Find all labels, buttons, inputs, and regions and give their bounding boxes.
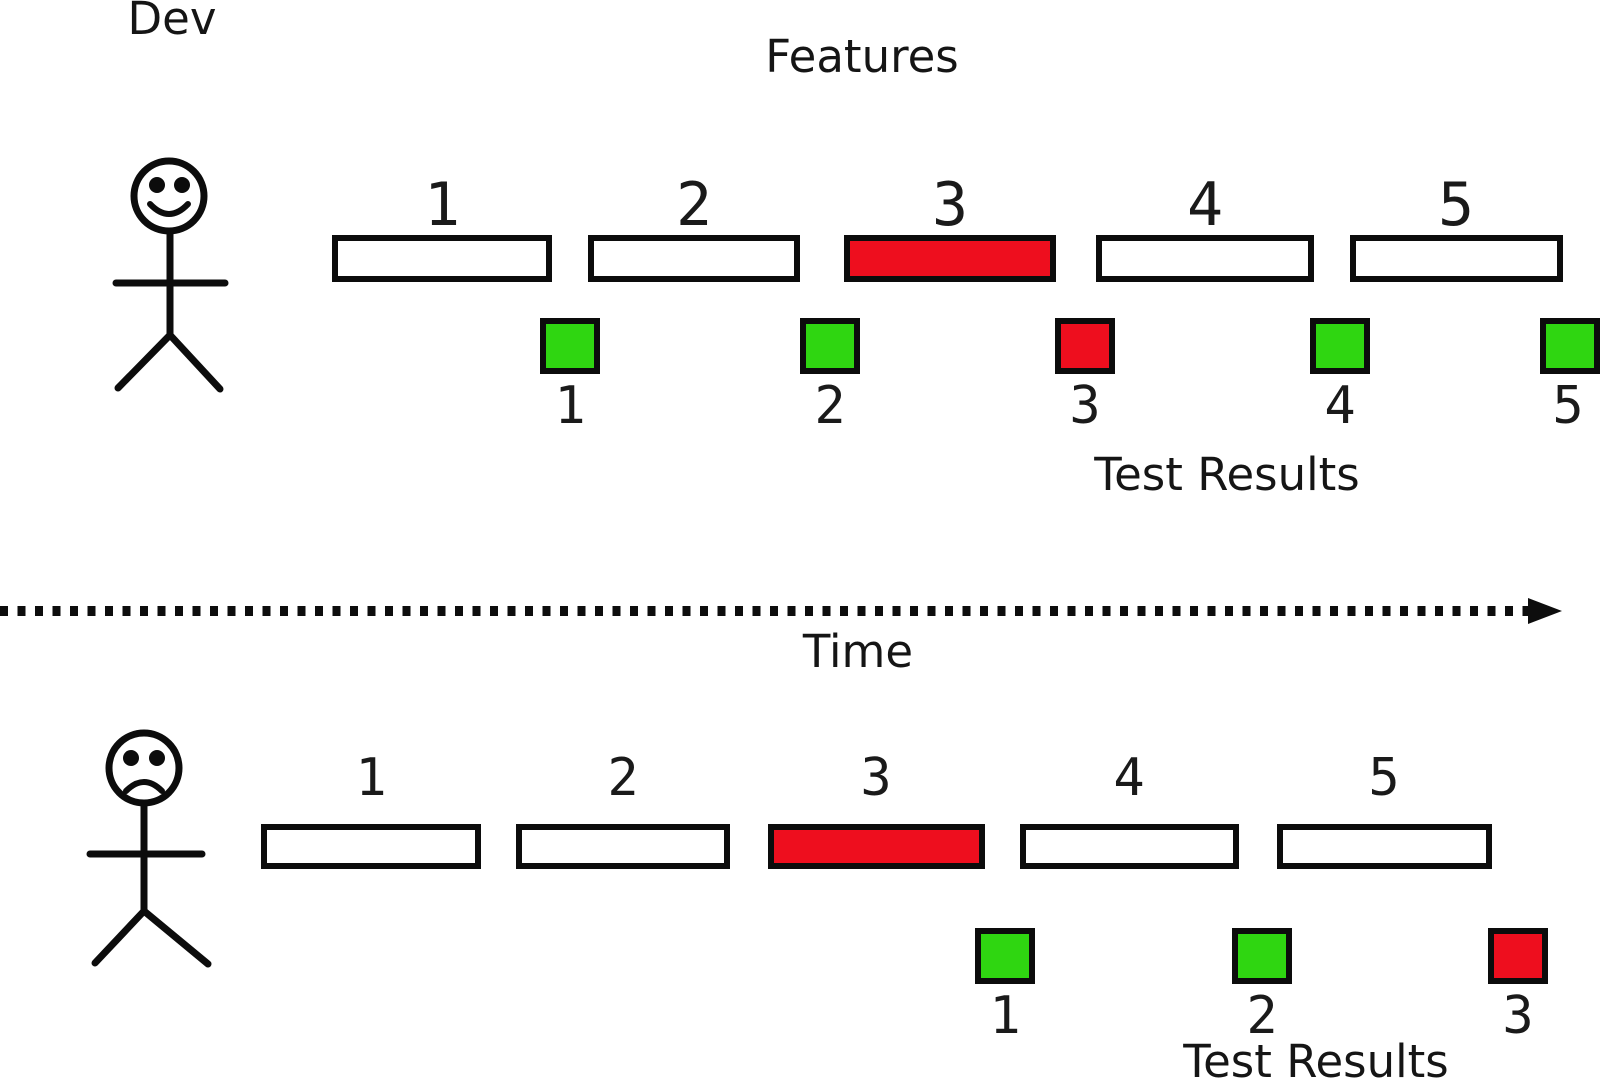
- arrow-right-icon: [1528, 598, 1562, 624]
- time-label: Time: [802, 625, 914, 678]
- feature-box: [1096, 235, 1314, 282]
- test-number: 1: [989, 986, 1021, 1046]
- test-number: 4: [1324, 376, 1356, 436]
- feature-box: [1350, 235, 1563, 282]
- test-result-square: [1232, 928, 1292, 984]
- test-result-square: [800, 318, 860, 374]
- feature-number: 4: [1113, 748, 1145, 808]
- test-result-square: [1488, 928, 1548, 984]
- test-number: 2: [1246, 986, 1278, 1046]
- happy-dev-figure: [112, 157, 229, 393]
- feature-box: [844, 235, 1056, 282]
- feature-number: 3: [860, 748, 892, 808]
- test-result-square: [1540, 318, 1600, 374]
- test-result-square: [1310, 318, 1370, 374]
- test-results-label-top: Test Results: [1094, 448, 1360, 501]
- feature-number: 4: [1186, 170, 1224, 240]
- test-number: 3: [1069, 376, 1101, 436]
- test-number: 2: [814, 376, 846, 436]
- feature-number: 1: [423, 170, 461, 240]
- test-results-label-bottom: Test Results: [1183, 1035, 1449, 1085]
- test-number: 1: [554, 376, 586, 436]
- feature-number: 2: [675, 170, 713, 240]
- feature-box: [588, 235, 800, 282]
- happy-face-icon: [112, 157, 229, 393]
- test-number: 5: [1552, 376, 1584, 436]
- time-axis-line: [0, 606, 1545, 616]
- feature-box: [516, 824, 730, 869]
- feature-number: 3: [931, 170, 969, 240]
- test-result-square: [540, 318, 600, 374]
- test-result-square: [975, 928, 1035, 984]
- feature-box: [1277, 824, 1492, 869]
- feature-box: [768, 824, 985, 869]
- feature-box: [1020, 824, 1239, 869]
- sad-dev-figure: [86, 729, 212, 968]
- feature-box: [332, 235, 552, 282]
- test-number: 3: [1502, 986, 1534, 1046]
- feature-number: 2: [607, 748, 639, 808]
- feature-number: 5: [1437, 170, 1475, 240]
- feature-number: 5: [1368, 748, 1400, 808]
- test-result-square: [1055, 318, 1115, 374]
- features-label: Features: [765, 30, 959, 83]
- feature-number: 1: [355, 748, 387, 808]
- dev-label: Dev: [127, 0, 217, 45]
- sad-face-icon: [86, 729, 212, 968]
- feature-box: [261, 824, 481, 869]
